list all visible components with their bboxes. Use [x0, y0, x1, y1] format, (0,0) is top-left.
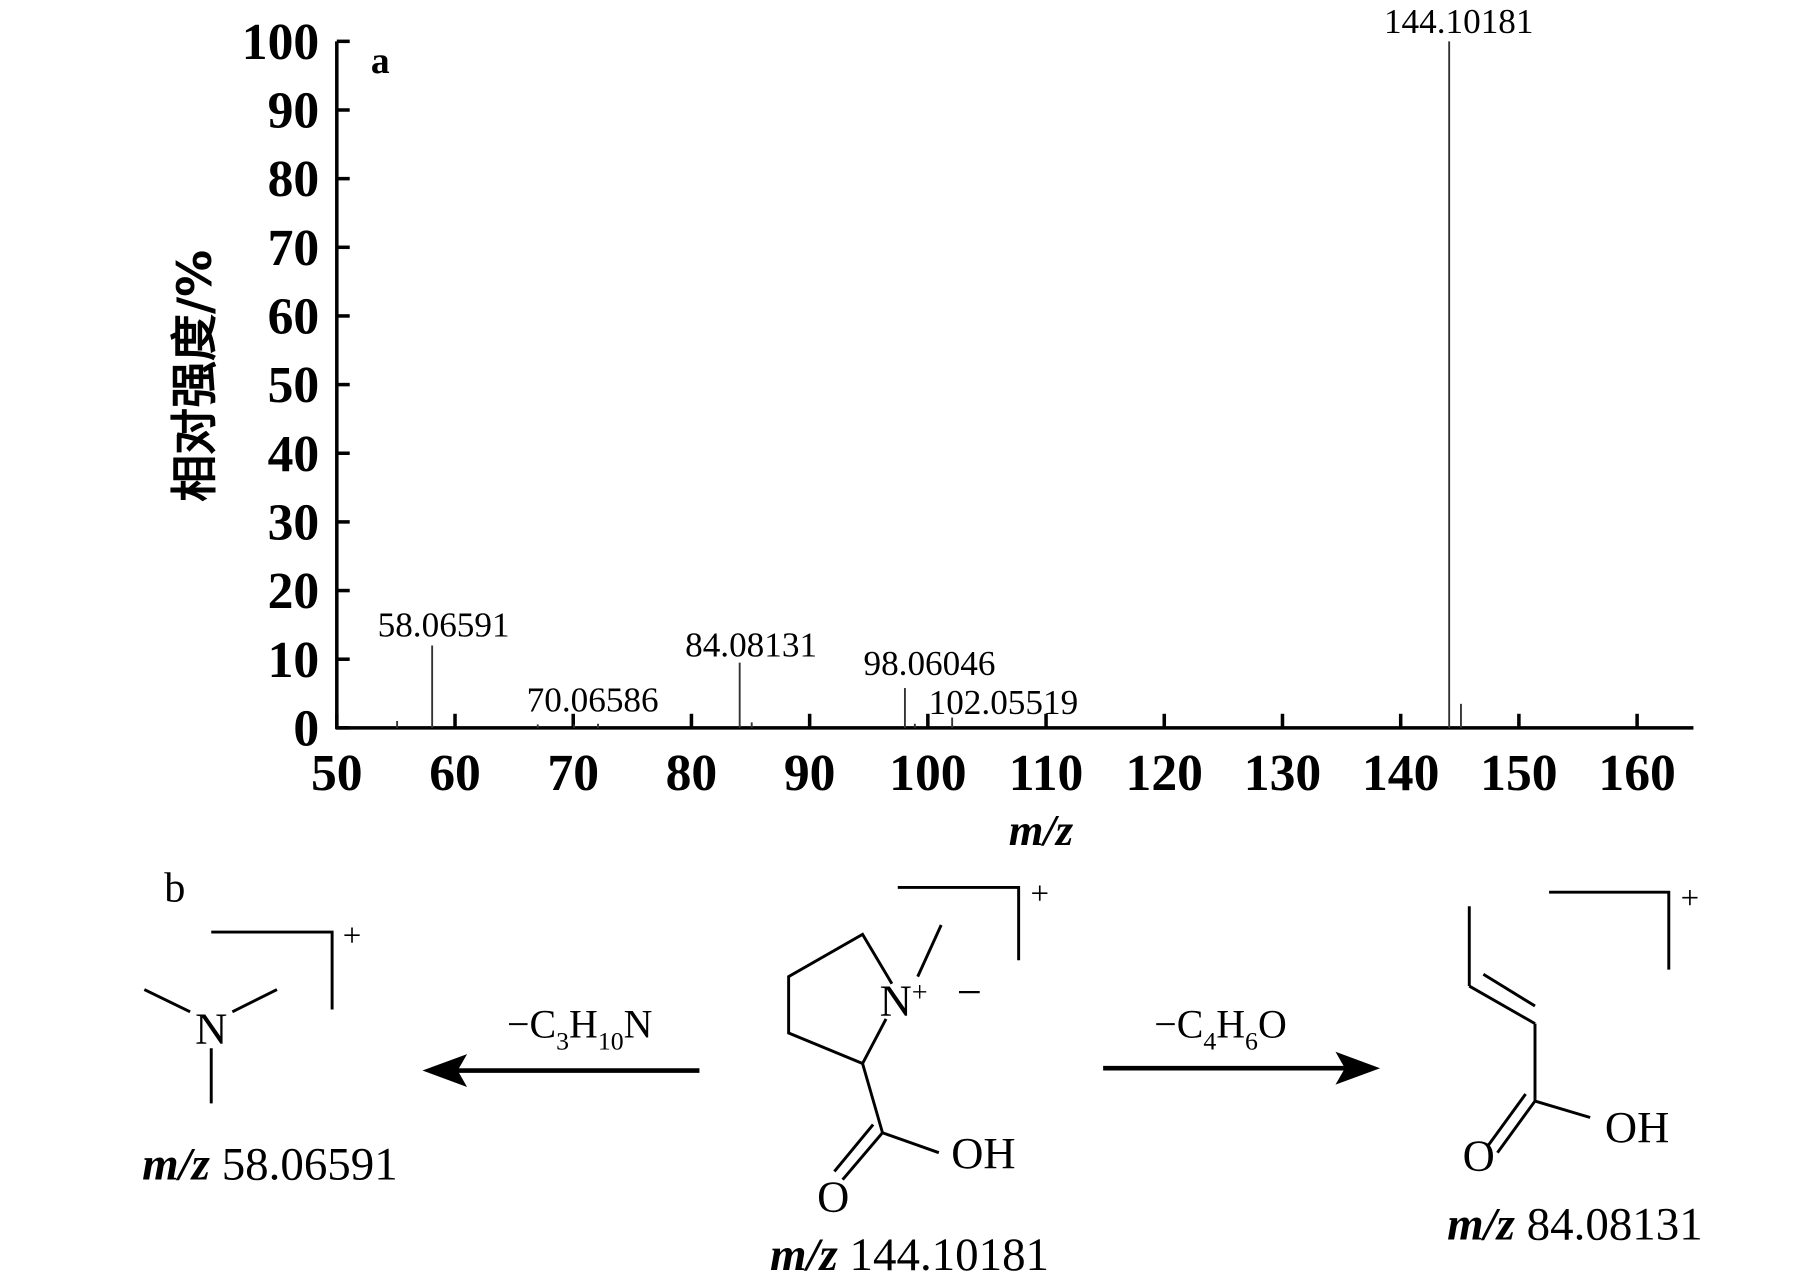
oh-group: OH	[951, 1128, 1015, 1178]
x-tick-label: 60	[429, 745, 481, 802]
panel-label-a: a	[371, 41, 390, 82]
x-axis-label: m/z	[1009, 805, 1074, 855]
x-tick-label: 110	[1009, 745, 1084, 802]
x-tick-label: 120	[1126, 745, 1203, 802]
charge-plus: +	[1030, 876, 1049, 912]
peak-label: 58.06591	[378, 605, 510, 644]
y-tick-label: 70	[268, 220, 320, 277]
carbonyl-o: O	[817, 1171, 849, 1221]
x-tick-label: 80	[666, 745, 718, 802]
y-tick-label: 100	[242, 14, 319, 71]
atom-n: N	[195, 1004, 227, 1054]
methyl-dash: −	[957, 967, 982, 1017]
mass-spectrum-chart: 0 10 20 30 40 50 60 70 80 90 100 50 60 70 80 90 100 110 1…	[168, 2, 1694, 855]
mz-84-label: m/z 84.08131	[1447, 1199, 1703, 1251]
x-tick-label: 90	[784, 745, 836, 802]
peak-label: 144.10181	[1384, 2, 1534, 41]
x-tick-label: 70	[547, 745, 599, 802]
charge-plus: +	[343, 918, 362, 954]
x-tick-label: 140	[1362, 745, 1439, 802]
y-tick-label: 40	[268, 426, 320, 483]
oh-group: OH	[1605, 1102, 1669, 1152]
arrow-left: −C3H10N	[422, 1002, 700, 1087]
mz-58-label: m/z 58.06591	[142, 1139, 398, 1191]
precursor-144: N+ − + OH O m/z 144.10181	[770, 876, 1049, 1275]
y-tick-label: 50	[268, 357, 320, 414]
mz-144-label: m/z 144.10181	[770, 1229, 1049, 1275]
loss-c4h6o: −C4H6O	[1154, 1002, 1287, 1056]
x-tick-label: 100	[889, 745, 966, 802]
loss-c3h10n: −C3H10N	[507, 1002, 652, 1056]
y-tick-label: 10	[268, 632, 320, 689]
y-tick-label: 80	[268, 151, 320, 208]
charge-plus: +	[1681, 881, 1700, 917]
peak-label: 102.05519	[929, 683, 1079, 722]
atom-n-plus: N+	[880, 975, 928, 1025]
y-tick-label: 90	[268, 83, 320, 140]
fragment-58: N + m/z 58.06591	[142, 918, 398, 1191]
carbonyl-o: O	[1463, 1130, 1495, 1180]
y-tick-label: 60	[268, 289, 320, 346]
peak-label: 98.06046	[863, 644, 995, 683]
peak-label: 70.06586	[527, 680, 659, 719]
panel-label-b: b	[164, 865, 185, 912]
peak-label: 84.08131	[685, 625, 817, 664]
x-tick-label: 150	[1480, 745, 1557, 802]
y-tick-label: 30	[268, 495, 320, 552]
x-tick-label: 160	[1598, 745, 1675, 802]
y-tick-label: 0	[293, 700, 319, 757]
arrow-right: −C4H6O	[1103, 1002, 1381, 1085]
x-tick-label: 130	[1244, 745, 1321, 802]
fragmentation-scheme: b N + m/z 58.06591 −C3H10N N+	[142, 865, 1703, 1275]
y-axis-label: 相对强度/%	[168, 250, 223, 502]
y-tick-label: 20	[268, 563, 320, 620]
x-tick-label: 50	[311, 745, 363, 802]
fragment-84: + OH O m/z 84.08131	[1447, 881, 1703, 1251]
